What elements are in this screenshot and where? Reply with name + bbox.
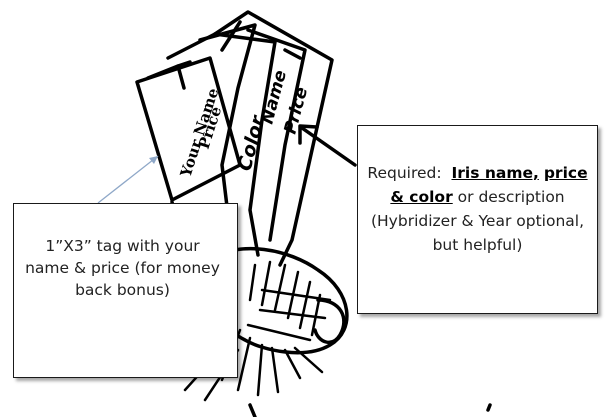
tag-hole	[148, 66, 184, 88]
callout-tag-note: 1”X3” tag with your name & price (for mo…	[13, 203, 238, 378]
required-prefix: Required:	[367, 164, 441, 182]
leaf-stripe-5	[285, 50, 300, 58]
rhizome-knob	[315, 300, 344, 342]
root-stub	[250, 405, 255, 417]
callout-tag-text: 1”X3” tag with your name & price (for mo…	[25, 237, 220, 299]
callout-required-note: Required: Iris name, price & color or de…	[357, 125, 598, 314]
tag-arrow-line	[98, 156, 158, 203]
root-dot	[488, 405, 490, 410]
required-bold-1: Iris name,	[451, 164, 538, 182]
